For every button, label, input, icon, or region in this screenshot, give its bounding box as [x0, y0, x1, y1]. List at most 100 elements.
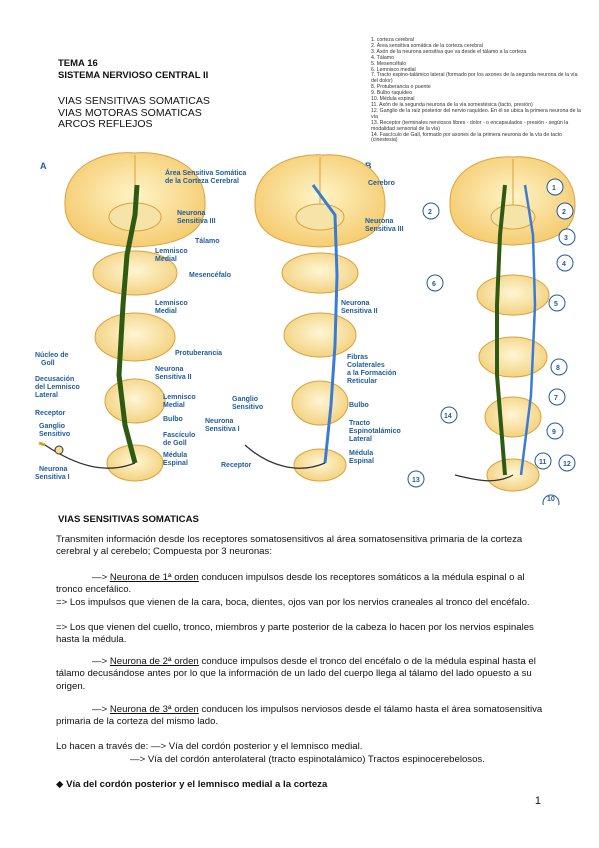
marker-number: 13	[412, 477, 420, 484]
topic-item: ARCOS REFLEJOS	[58, 118, 153, 130]
arrow: —>	[92, 572, 110, 583]
figure-legend: 1. corteza cerebral 2. Área sensitiva so…	[371, 37, 583, 144]
label-ganglion: Ganglio	[232, 396, 258, 403]
neuron-1-spinal: => Los que vienen del cuello, tronco, mi…	[56, 622, 534, 646]
legend-item: 10. Médula espinal	[371, 96, 415, 103]
label-neuron-3: Neurona	[365, 218, 394, 225]
neuron-2-text: conduce impulsos desde el tronco del enc…	[56, 656, 536, 692]
label-spinothalamic: Lateral	[349, 436, 372, 443]
topic-title: SISTEMA NERVIOSO CENTRAL II	[58, 70, 209, 81]
bullet-heading-text: Vía del cordón posterior y el lemnisco m…	[66, 779, 328, 790]
label-midbrain: Mesencéfalo	[189, 272, 231, 279]
arrow: —>	[92, 704, 110, 715]
topic-item: VIAS MOTORAS SOMATICAS	[58, 106, 202, 119]
label-ganglion: Sensitivo	[39, 431, 70, 438]
label-neuron-2: Neurona	[341, 300, 370, 307]
marker-number: 9	[552, 429, 556, 436]
marker-number: 11	[539, 459, 547, 466]
label-decussation: del Lemnisco	[35, 384, 80, 391]
label-lemniscus: Lemnisco	[155, 248, 188, 255]
label-reticular-fibers: Reticular	[347, 378, 377, 385]
marker-number: 3	[564, 235, 568, 242]
label-lemniscus: Medial	[155, 308, 177, 315]
panel-label-a: A	[40, 161, 47, 171]
label-area: Área Sensitiva Somática	[165, 168, 246, 177]
label-goll-fascicle: de Goll	[163, 440, 187, 447]
label-ganglion: Sensitivo	[232, 404, 263, 411]
marker-number: 14	[444, 413, 452, 420]
label-brain: Cerebro	[368, 180, 395, 187]
legend-item: 7. Tracto espino-talámico lateral (forma…	[371, 72, 578, 85]
legend-item: 9. Bulbo raquídeo	[371, 90, 412, 97]
label-thalamus: Tálamo	[195, 238, 220, 245]
topic-list: VIAS SENSITIVAS SOMATICAS VIAS MOTORAS S…	[58, 95, 210, 131]
section-heading: VIAS SENSITIVAS SOMATICAS	[58, 514, 199, 525]
panel-a: A Área Sensitiva Somática de la Corteza …	[35, 152, 246, 482]
label-neuron-2: Sensitiva II	[341, 308, 378, 315]
label-pons: Protuberancia	[175, 350, 222, 357]
legend-item: 4. Tálamo	[371, 54, 394, 61]
label-neuron-1: Sensitiva I	[35, 474, 70, 481]
label-goll-fascicle: Fascículo	[163, 432, 195, 439]
label-reticular-fibers: Fibras	[347, 354, 368, 361]
label-reticular-fibers: Colaterales	[347, 362, 385, 369]
page-number: 1	[534, 795, 541, 807]
number-markers	[407, 178, 576, 505]
marker-number: 7	[554, 395, 558, 402]
pathway-line-1: Lo hacen a través de: —> Vía del cordón …	[56, 741, 363, 752]
neuron-2-term: Neurona de 2ª orden	[109, 656, 199, 667]
neuron-1-text: conducen impulsos desde los receptores s…	[56, 572, 525, 596]
panel-label-b: B	[365, 161, 372, 171]
label-decussation: Lateral	[35, 392, 58, 399]
panel-b: B Cerebro Neurona Sensitiva III Neurona …	[205, 154, 404, 482]
legend-item: 5. Mesencéfalo	[371, 60, 407, 67]
pons-section	[94, 312, 176, 362]
label-area: de la Corteza Cerebral	[165, 178, 239, 185]
marker-number: 12	[563, 461, 571, 468]
marker-number: 1	[552, 185, 556, 192]
spinothalamic-pathway	[311, 184, 339, 464]
neuron-2-paragraph: —> Neurona de 2ª orden conduce impulsos …	[56, 656, 546, 693]
label-spinal-cord: Espinal	[163, 460, 188, 467]
diamond-bullet-icon: ◆	[56, 779, 64, 790]
label-medulla: Bulbo	[349, 402, 369, 409]
label-neuron-3: Sensitiva III	[177, 218, 216, 225]
arrow: —>	[92, 656, 110, 667]
label-medulla: Bulbo	[163, 416, 183, 423]
label-neuron-3: Sensitiva III	[365, 226, 404, 233]
marker-number: 2	[428, 209, 432, 216]
marker-number: 2	[562, 209, 566, 216]
label-goll-nucleus: Goll	[41, 360, 55, 367]
legend-item: 3. Axón de la neurona sensitiva que va d…	[371, 48, 527, 55]
label-neuron-2: Sensitiva II	[155, 374, 192, 381]
label-neuron-1: Sensitiva I	[205, 426, 240, 433]
label-spinal-cord: Médula	[163, 452, 187, 459]
label-goll-nucleus: Núcleo de	[35, 352, 69, 359]
label-spinothalamic: Tracto	[349, 420, 370, 427]
label-lemniscus: Medial	[155, 256, 177, 263]
topic-item: VIAS SENSITIVAS SOMATICAS	[58, 95, 210, 107]
neuron-3-term: Neurona de 3ª orden	[109, 704, 199, 715]
legend-item: 13. Receptor (terminales nerviosos libre…	[371, 119, 569, 132]
label-neuron-2: Neurona	[155, 366, 184, 373]
pathway-line-2: —> Vía del cordón anterolateral (tracto …	[130, 754, 485, 765]
label-spinothalamic: Espinotalámico	[349, 428, 401, 435]
panel-numbered: 1 2 2 3 4 6 5 8 7 14 9 11 12 13 10	[407, 156, 576, 505]
label-lemniscus: Lemnisco	[163, 394, 196, 401]
legend-item: 11. Axón de la segunda neurona de la vía…	[371, 101, 533, 108]
legend-item: 12. Ganglio de la raíz posterior del ner…	[371, 107, 581, 120]
neuron-1-paragraph: —> Neurona de 1ª orden conducen impulsos…	[56, 572, 546, 597]
label-neuron-3: Neurona	[177, 210, 206, 217]
label-neuron-1: Neurona	[205, 418, 234, 425]
marker-number: 4	[562, 261, 566, 268]
bullet-heading: ◆ Vía del cordón posterior y el lemnisco…	[56, 779, 546, 791]
legend-item: 14. Fascículo de Gall, formado por axone…	[371, 131, 562, 144]
midbrain-section	[92, 250, 178, 296]
marker-number: 8	[556, 365, 560, 372]
label-receptor: Receptor	[221, 462, 252, 469]
label-spinal-cord: Espinal	[349, 458, 374, 465]
marker-number: 5	[554, 301, 558, 308]
neuron-1-term: Neurona de 1ª orden	[109, 572, 199, 583]
dorsal-column-pathway	[116, 184, 140, 464]
neuron-1-cranial: => Los impulsos que vienen de la cara, b…	[56, 597, 530, 608]
